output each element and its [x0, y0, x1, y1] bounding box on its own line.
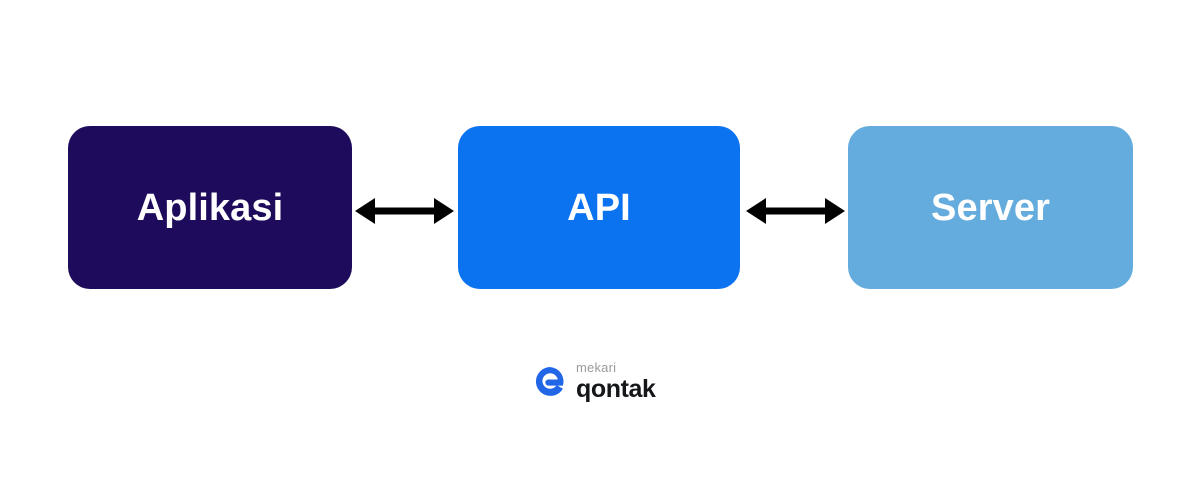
brand-bottom-text: qontak — [576, 374, 656, 403]
diagram-node-server: Server — [848, 126, 1133, 289]
diagram-node-api: API — [458, 126, 740, 289]
diagram-node-label: API — [567, 186, 631, 229]
diagram-node-label: Server — [931, 186, 1050, 229]
brand-wordmark: mekari qontak — [576, 361, 656, 402]
double-headed-arrow-icon — [746, 198, 845, 224]
double-headed-arrow-icon — [355, 198, 454, 224]
mekari-qontak-logo-icon — [535, 366, 564, 396]
brand-top-text: mekari — [576, 359, 617, 375]
connector-aplikasi-api — [355, 193, 454, 229]
diagram-node-aplikasi: Aplikasi — [68, 126, 352, 289]
diagram-node-label: Aplikasi — [136, 186, 284, 229]
connector-api-server — [746, 193, 845, 229]
brand-logo: mekari qontak — [534, 357, 674, 405]
